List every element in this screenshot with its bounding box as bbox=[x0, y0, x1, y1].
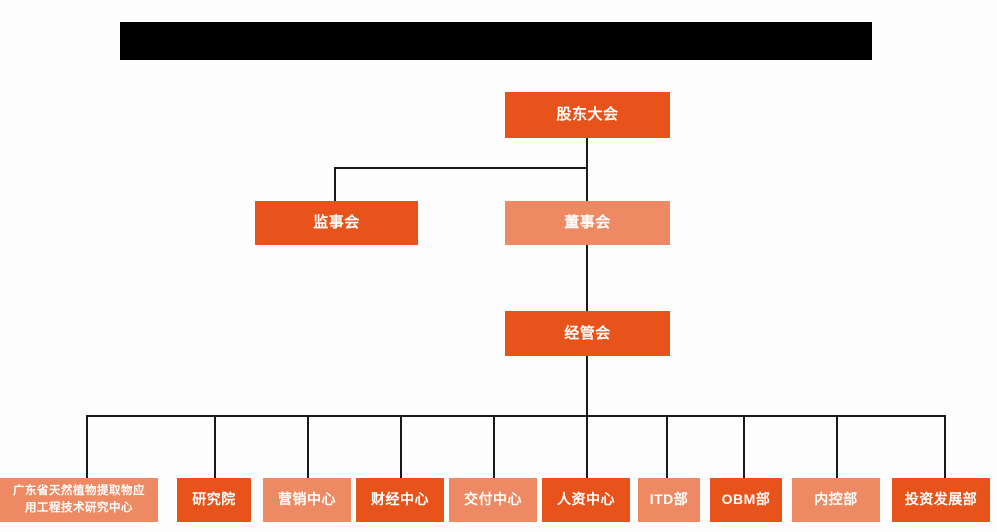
connector-drop-research-center bbox=[86, 415, 88, 478]
node-label: 广东省天然植物提取物应 用工程技术研究中心 bbox=[13, 483, 145, 516]
connector-to-supervisors bbox=[334, 167, 336, 201]
node-label: 经管会 bbox=[564, 324, 611, 342]
node-guangdong-research-center[interactable]: 广东省天然植物提取物应 用工程技术研究中心 bbox=[0, 478, 158, 522]
node-label: 监事会 bbox=[313, 214, 360, 232]
node-label: ITD部 bbox=[649, 491, 689, 508]
node-management-committee[interactable]: 经管会 bbox=[505, 311, 670, 356]
node-label-line1: 广东省天然植物提取物应 bbox=[13, 485, 145, 498]
redacted-title-banner bbox=[120, 22, 872, 60]
connector-drop-finance bbox=[400, 415, 402, 478]
node-board-of-directors[interactable]: 董事会 bbox=[505, 201, 670, 245]
connector-to-directors bbox=[586, 167, 588, 201]
node-label: 股东大会 bbox=[556, 106, 619, 124]
node-shareholders-meeting[interactable]: 股东大会 bbox=[505, 92, 670, 138]
connector-department-bus bbox=[86, 415, 945, 417]
node-board-of-supervisors[interactable]: 监事会 bbox=[255, 201, 418, 245]
connector-shareholders-down bbox=[586, 138, 588, 168]
node-label: OBM部 bbox=[721, 491, 771, 508]
connector-management-down bbox=[586, 356, 588, 416]
connector-drop-hr bbox=[586, 415, 588, 478]
node-research-institute[interactable]: 研究院 bbox=[177, 478, 251, 522]
node-finance-center[interactable]: 财经中心 bbox=[356, 478, 444, 522]
connector-drop-obm bbox=[743, 415, 745, 478]
node-delivery-center[interactable]: 交付中心 bbox=[449, 478, 537, 522]
connector-drop-itd bbox=[666, 415, 668, 478]
node-label: 投资发展部 bbox=[904, 491, 978, 508]
node-internal-control-department[interactable]: 内控部 bbox=[792, 478, 880, 522]
connector-level2-bus bbox=[334, 167, 588, 169]
node-hr-center[interactable]: 人资中心 bbox=[542, 478, 630, 522]
connector-drop-marketing bbox=[307, 415, 309, 478]
connector-drop-institute bbox=[214, 415, 216, 478]
node-marketing-center[interactable]: 营销中心 bbox=[263, 478, 351, 522]
connector-directors-to-management bbox=[586, 239, 588, 311]
node-label: 研究院 bbox=[192, 491, 236, 508]
node-label: 财经中心 bbox=[371, 491, 429, 508]
connector-drop-internal-control bbox=[836, 415, 838, 478]
connector-drop-investment bbox=[944, 415, 946, 478]
node-obm-department[interactable]: OBM部 bbox=[710, 478, 782, 522]
node-label: 内控部 bbox=[814, 491, 858, 508]
node-label-line2: 用工程技术研究中心 bbox=[25, 502, 133, 514]
connector-drop-delivery bbox=[493, 415, 495, 478]
node-itd-department[interactable]: ITD部 bbox=[638, 478, 700, 522]
node-investment-development-department[interactable]: 投资发展部 bbox=[892, 478, 990, 522]
node-label: 营销中心 bbox=[278, 491, 336, 508]
node-label: 交付中心 bbox=[464, 491, 522, 508]
node-label: 董事会 bbox=[564, 214, 611, 232]
node-label: 人资中心 bbox=[557, 491, 615, 508]
